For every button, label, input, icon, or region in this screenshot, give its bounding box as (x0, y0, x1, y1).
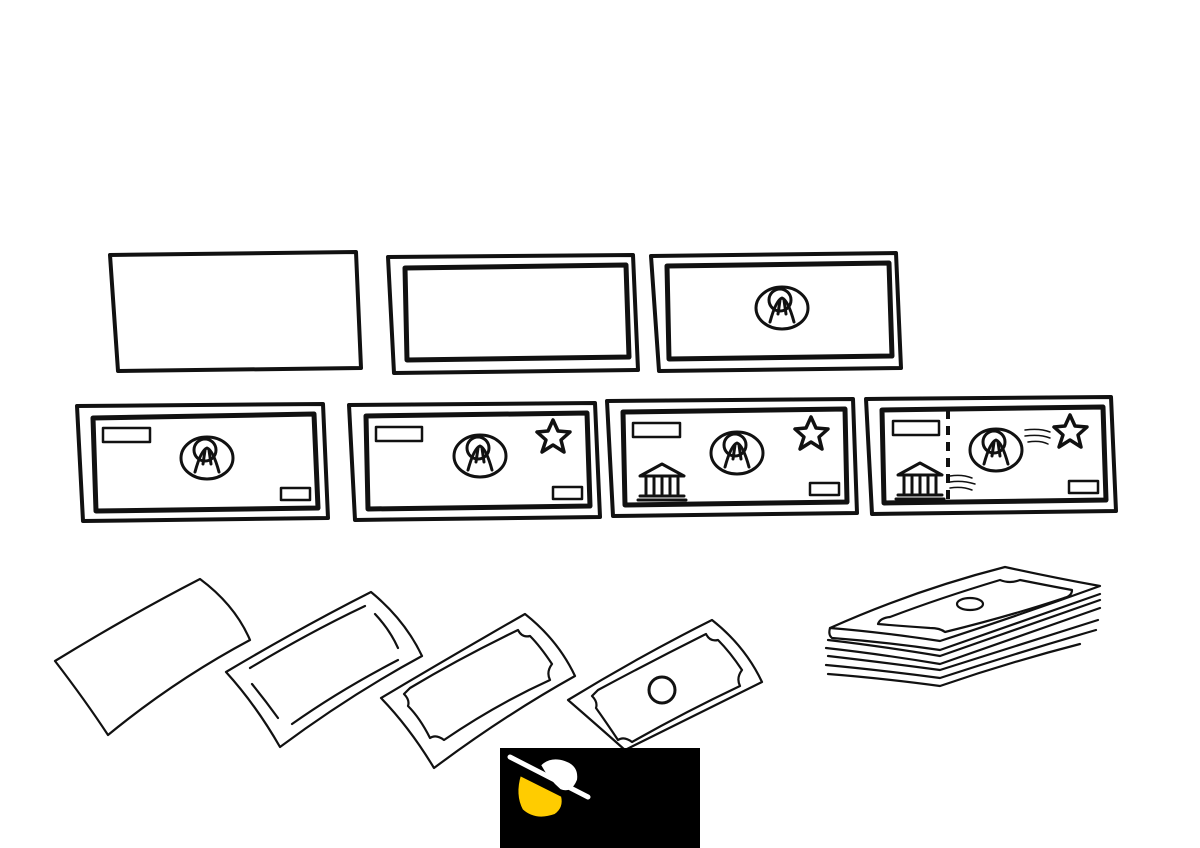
labeled-note-icon (75, 402, 330, 523)
tilted-blank-note-icon (53, 577, 252, 737)
logo (500, 748, 700, 848)
blank-note-icon (108, 250, 363, 373)
note-stack-icon (824, 565, 1102, 688)
hand-icon (516, 773, 564, 819)
tilted-scalloped-note-icon (379, 612, 577, 770)
bank-building-icon (636, 462, 688, 502)
security-note-icon (864, 395, 1118, 516)
portrait-note-icon (649, 251, 903, 373)
tilted-coin-note-icon (566, 618, 764, 752)
tilted-bordered-note-icon (224, 590, 424, 749)
portrait-icon (754, 285, 810, 331)
bordered-note-icon (386, 253, 640, 375)
star-icon (535, 418, 572, 454)
star-note-icon (347, 401, 602, 522)
pen-icon (507, 754, 591, 800)
bank-note-icon (605, 397, 859, 518)
